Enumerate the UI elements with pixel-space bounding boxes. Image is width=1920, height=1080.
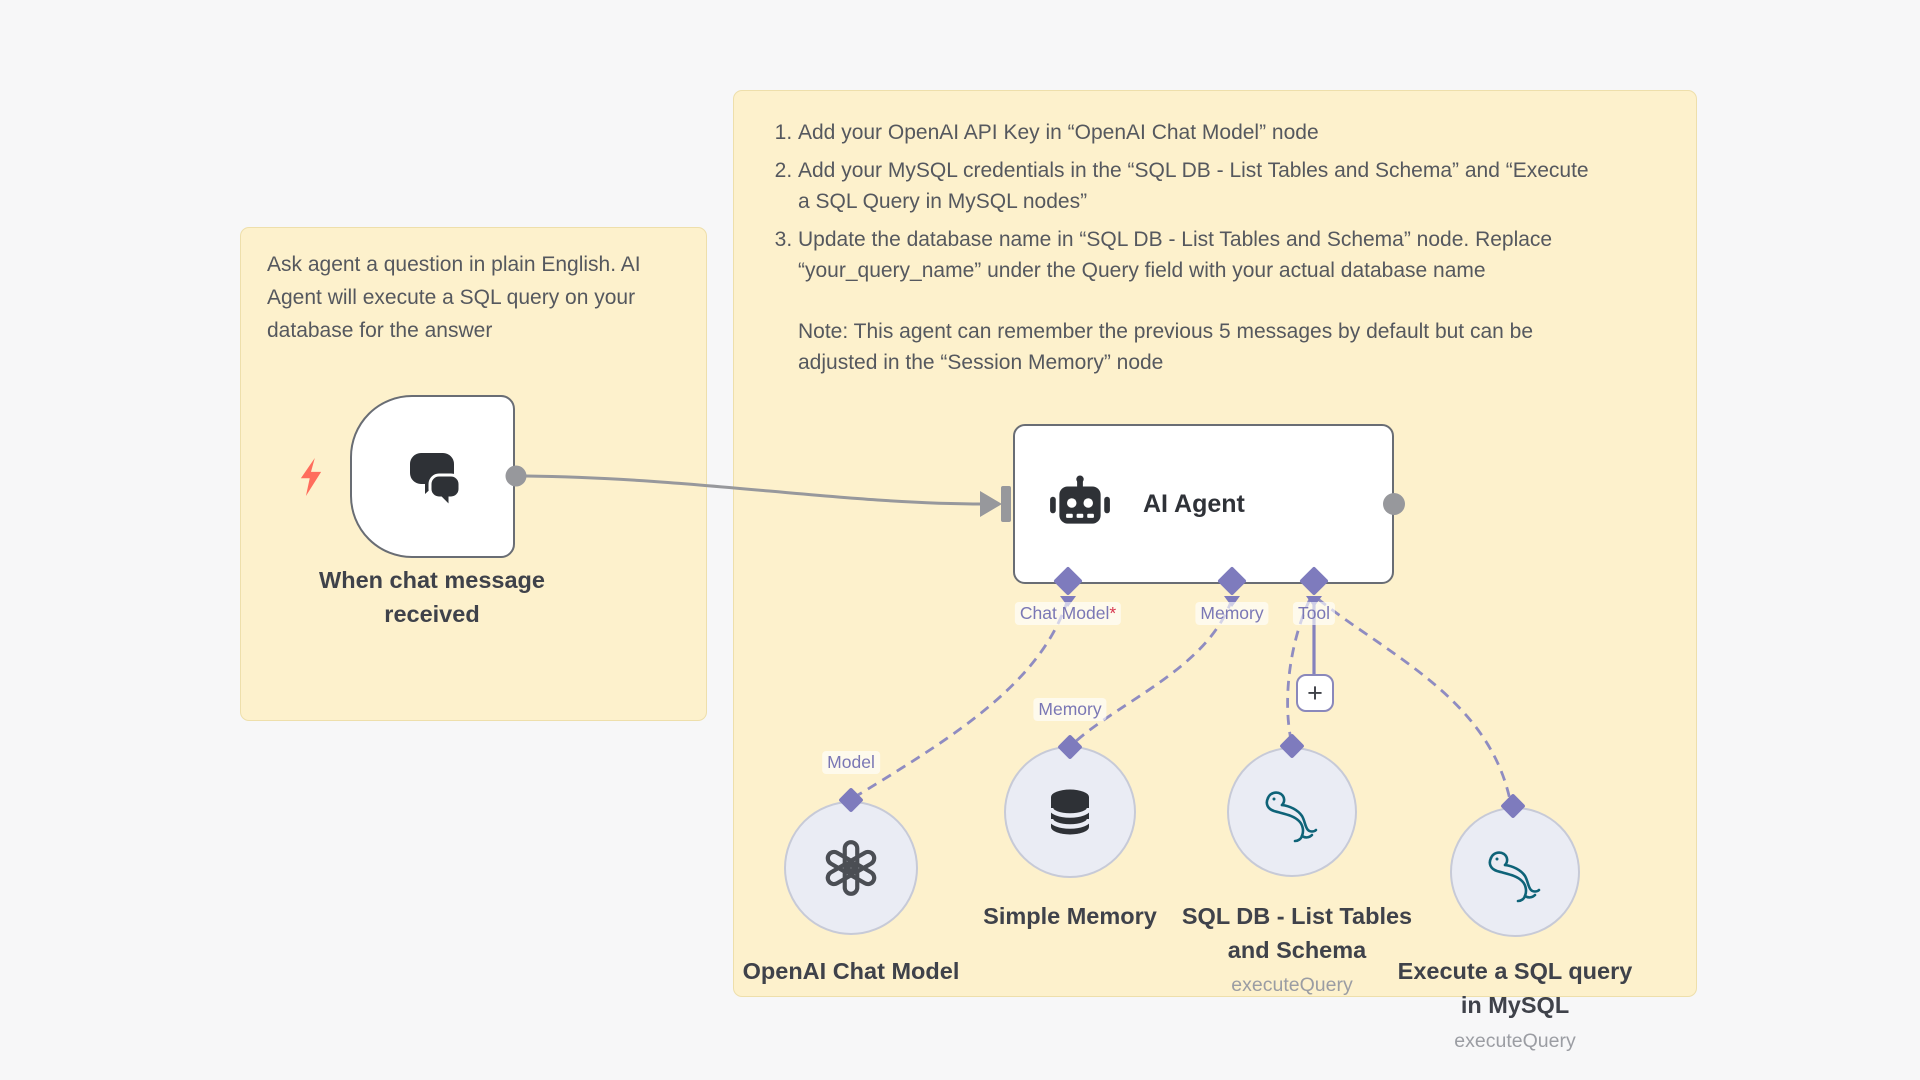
sql-db-node-label: SQL DB - List Tables and Schema: [1181, 903, 1413, 963]
agent-node-title: AI Agent: [1143, 489, 1245, 518]
port-label-chat-model-text: Chat Model: [1019, 603, 1110, 623]
simple-memory-node-label: Simple Memory: [983, 903, 1157, 929]
mysql-dolphin-icon: [1488, 851, 1541, 903]
robot-icon: [1050, 475, 1110, 524]
node-simple-memory[interactable]: [1004, 746, 1136, 878]
lightning-icon: [300, 458, 322, 496]
port-label-memory: Memory: [1195, 602, 1269, 625]
required-asterisk: *: [1109, 603, 1117, 623]
instructions-list: Add your OpenAI API Key in “OpenAI Chat …: [758, 117, 1598, 286]
port-label-tool: Tool: [1292, 602, 1336, 625]
trigger-node-label: When chat message received: [319, 567, 545, 627]
instruction-item: Update the database name in “SQL DB - Li…: [798, 224, 1598, 286]
database-icon: [1048, 789, 1092, 835]
execute-sql-node-label: Execute a SQL query in MySQL: [1397, 958, 1633, 1018]
plus-icon: +: [1307, 677, 1323, 708]
chat-bubbles-icon: [409, 452, 461, 507]
port-label-chat-model: Chat Model*: [1014, 602, 1122, 625]
port-label-model: Model: [822, 751, 880, 774]
mysql-dolphin-icon: [1265, 791, 1318, 843]
node-when-chat-message-received[interactable]: [350, 395, 515, 558]
instruction-item: Add your OpenAI API Key in “OpenAI Chat …: [798, 117, 1598, 148]
sticky-note-left-text: Ask agent a question in plain English. A…: [267, 253, 641, 342]
node-execute-sql-query[interactable]: [1450, 807, 1580, 937]
sql-db-node-sublabel: executeQuery: [1231, 974, 1353, 996]
node-openai-chat-model[interactable]: [784, 801, 918, 935]
instructions-note: Note: This agent can remember the previo…: [798, 320, 1534, 374]
openai-node-label: OpenAI Chat Model: [742, 958, 960, 984]
instruction-item: Add your MySQL credentials in the “SQL D…: [798, 155, 1598, 217]
node-sql-db-list-tables[interactable]: [1227, 747, 1357, 877]
node-ai-agent[interactable]: AI Agent: [1013, 424, 1394, 584]
add-tool-button[interactable]: +: [1296, 674, 1334, 712]
execute-sql-node-sublabel: executeQuery: [1454, 1030, 1576, 1052]
port-label-memory-subnode: Memory: [1033, 698, 1107, 721]
openai-logo-icon: [825, 840, 877, 896]
